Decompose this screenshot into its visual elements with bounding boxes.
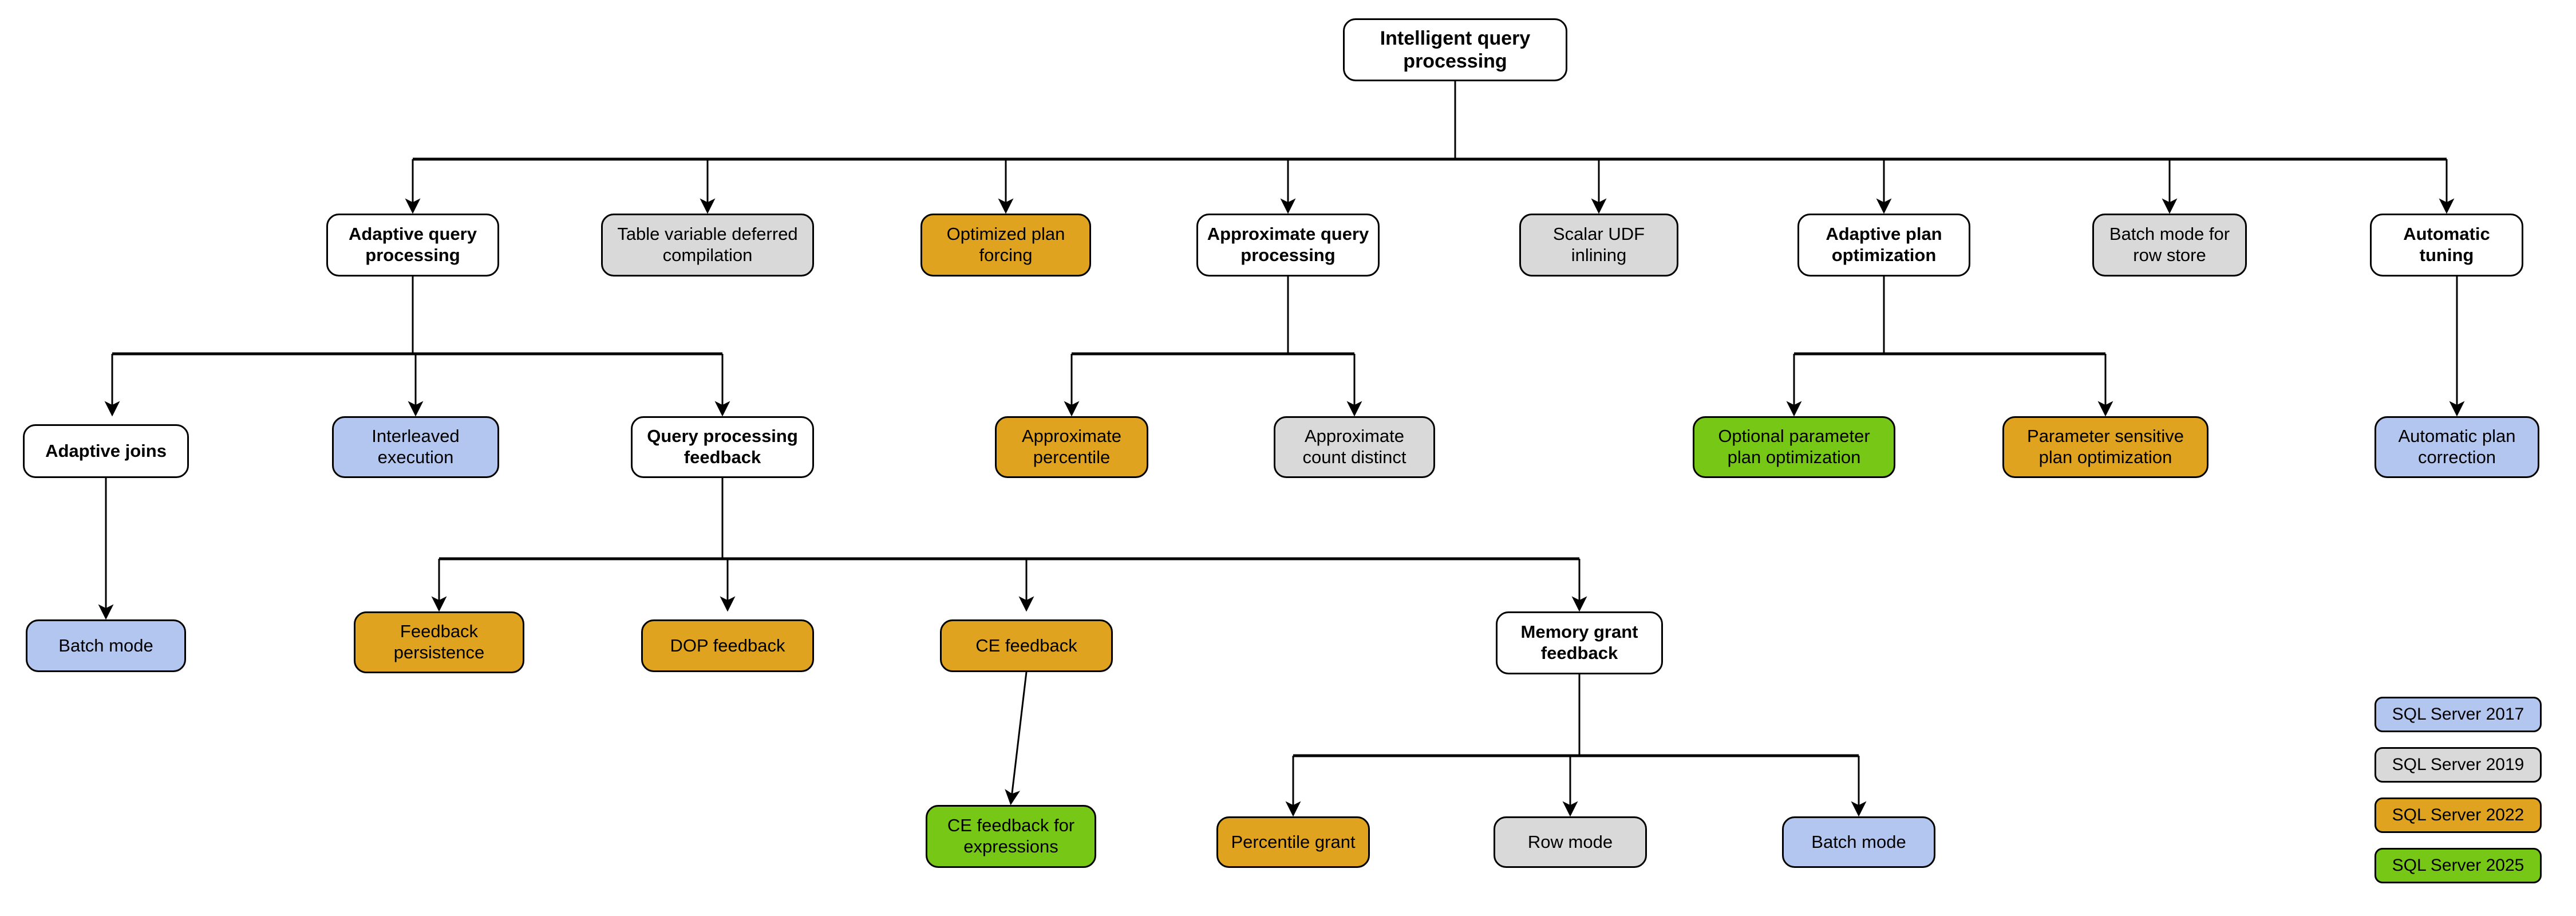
node-label: Adaptive joins bbox=[45, 440, 167, 461]
node-label: DOP feedback bbox=[670, 635, 785, 656]
node-fp[interactable]: Feedback persistence bbox=[354, 611, 524, 673]
node-apc[interactable]: Automatic plan correction bbox=[2374, 416, 2539, 478]
legend-item-sql-server-2025: SQL Server 2025 bbox=[2374, 848, 2542, 883]
node-oppo[interactable]: Optional parameter plan optimization bbox=[1693, 416, 1895, 478]
node-acd[interactable]: Approximate count distinct bbox=[1274, 416, 1435, 478]
node-label: Intelligent query processing bbox=[1380, 27, 1531, 72]
node-label: Feedback persistence bbox=[393, 621, 485, 662]
legend-item-label: SQL Server 2019 bbox=[2392, 755, 2524, 774]
node-label: Approximate percentile bbox=[1021, 426, 1122, 467]
legend-item-label: SQL Server 2017 bbox=[2392, 705, 2524, 724]
node-label: Table variable deferred compilation bbox=[617, 224, 798, 265]
node-bmrs[interactable]: Batch mode for row store bbox=[2092, 214, 2247, 277]
node-label: Interleaved execution bbox=[372, 426, 460, 467]
node-aqp[interactable]: Adaptive query processing bbox=[326, 214, 499, 277]
legend-item-label: SQL Server 2022 bbox=[2392, 806, 2524, 824]
node-aj[interactable]: Adaptive joins bbox=[23, 424, 189, 478]
node-label: Automatic tuning bbox=[2403, 224, 2490, 265]
node-label: Memory grant feedback bbox=[1520, 622, 1638, 663]
node-cef[interactable]: CE feedback bbox=[940, 619, 1113, 672]
node-opf[interactable]: Optimized plan forcing bbox=[920, 214, 1091, 277]
node-ie[interactable]: Interleaved execution bbox=[332, 416, 499, 478]
node-bm1[interactable]: Batch mode bbox=[26, 619, 186, 672]
node-cefe[interactable]: CE feedback for expressions bbox=[926, 805, 1096, 868]
direct-edge-2 bbox=[1005, 672, 1028, 806]
node-label: Adaptive plan optimization bbox=[1826, 224, 1942, 265]
node-label: Automatic plan correction bbox=[2398, 426, 2516, 467]
node-atun[interactable]: Automatic tuning bbox=[2370, 214, 2523, 277]
legend-item-sql-server-2019: SQL Server 2019 bbox=[2374, 747, 2542, 783]
legend-item-sql-server-2022: SQL Server 2022 bbox=[2374, 797, 2542, 833]
legend-item-sql-server-2017: SQL Server 2017 bbox=[2374, 697, 2542, 732]
node-iqp[interactable]: Intelligent query processing bbox=[1343, 18, 1567, 81]
node-label: Percentile grant bbox=[1231, 831, 1356, 852]
node-qpf[interactable]: Query processing feedback bbox=[631, 416, 814, 478]
node-pspo[interactable]: Parameter sensitive plan optimization bbox=[2002, 416, 2208, 478]
node-bm2[interactable]: Batch mode bbox=[1782, 816, 1935, 868]
node-label: Parameter sensitive plan optimization bbox=[2027, 426, 2184, 467]
node-tvdc[interactable]: Table variable deferred compilation bbox=[601, 214, 814, 277]
node-label: Optional parameter plan optimization bbox=[1718, 426, 1870, 467]
node-label: CE feedback bbox=[975, 635, 1077, 656]
node-dopf[interactable]: DOP feedback bbox=[641, 619, 814, 672]
node-label: Adaptive query processing bbox=[349, 224, 477, 265]
node-label: Approximate query processing bbox=[1207, 224, 1369, 265]
node-label: Scalar UDF inlining bbox=[1552, 224, 1645, 265]
legend-item-label: SQL Server 2025 bbox=[2392, 856, 2524, 875]
node-mgf[interactable]: Memory grant feedback bbox=[1496, 611, 1663, 674]
node-label: Batch mode bbox=[1811, 831, 1906, 852]
node-sudf[interactable]: Scalar UDF inlining bbox=[1519, 214, 1678, 277]
node-apq[interactable]: Approximate query processing bbox=[1196, 214, 1380, 277]
node-label: Query processing feedback bbox=[647, 426, 798, 467]
node-apo[interactable]: Adaptive plan optimization bbox=[1797, 214, 1970, 277]
node-label: CE feedback for expressions bbox=[947, 815, 1075, 856]
node-ap[interactable]: Approximate percentile bbox=[995, 416, 1148, 478]
node-label: Row mode bbox=[1527, 831, 1613, 852]
node-label: Approximate count distinct bbox=[1302, 426, 1406, 467]
node-rm[interactable]: Row mode bbox=[1494, 816, 1647, 868]
node-label: Optimized plan forcing bbox=[946, 224, 1065, 265]
node-pg[interactable]: Percentile grant bbox=[1216, 816, 1370, 868]
node-label: Batch mode bbox=[58, 635, 153, 656]
node-label: Batch mode for row store bbox=[2109, 224, 2230, 265]
